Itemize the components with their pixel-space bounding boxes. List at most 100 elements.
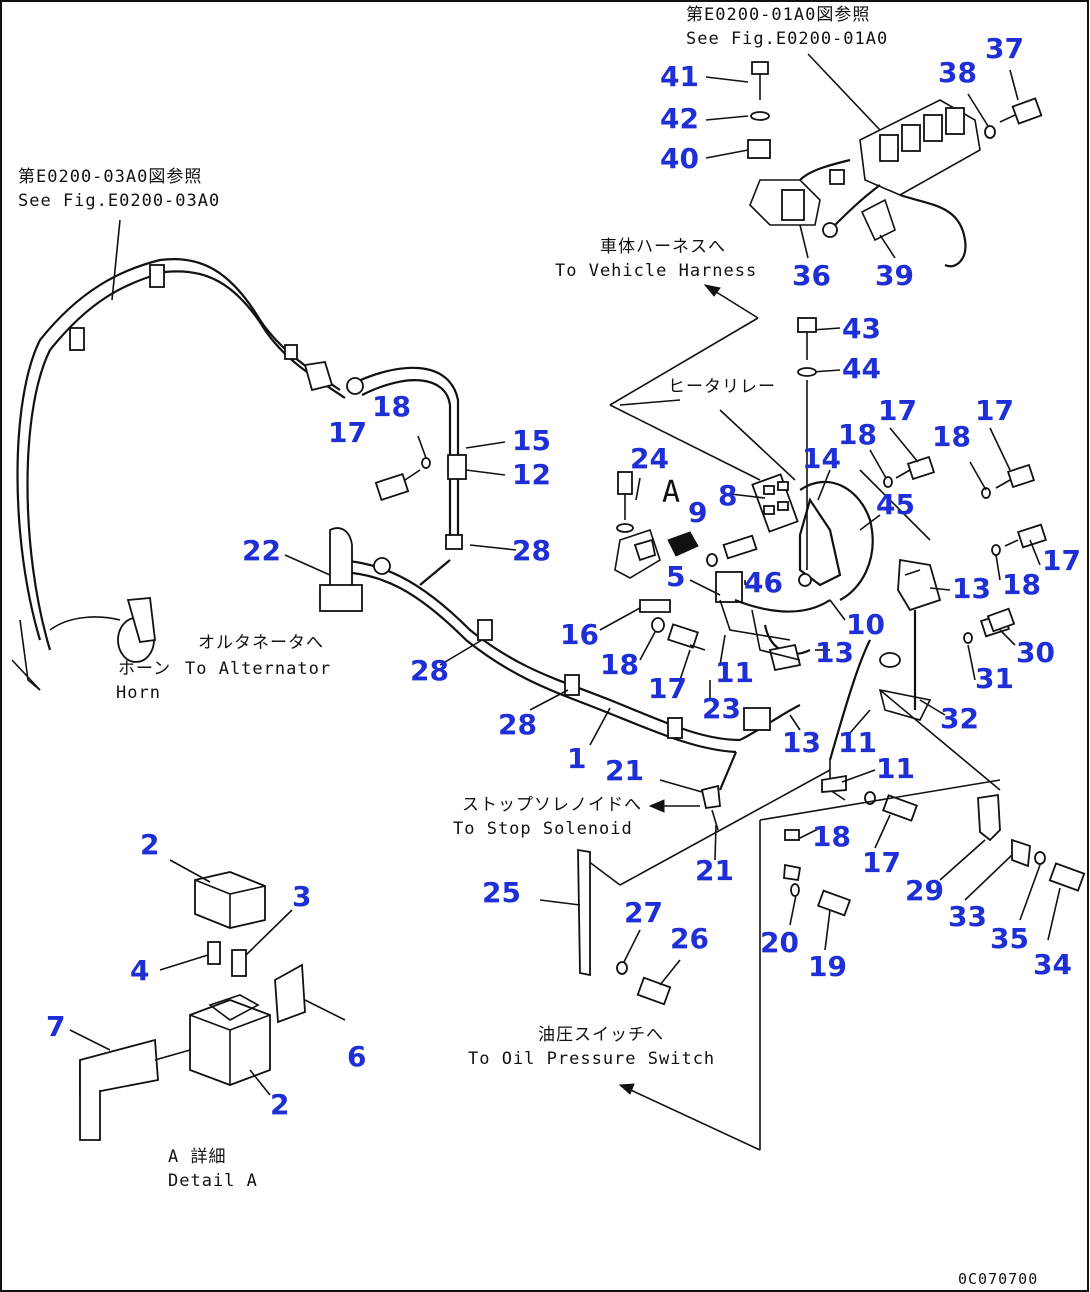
callout-43: 43 — [842, 312, 881, 345]
callout-19: 19 — [808, 950, 847, 983]
callout-17d: 17 — [1042, 544, 1081, 577]
callout-20: 20 — [760, 926, 799, 959]
detail-a — [79, 871, 306, 1141]
note-oil-pressure-jp: 油圧スイッチへ — [538, 1025, 664, 1045]
callout-38: 38 — [938, 56, 977, 89]
callout-leaders — [69, 427, 1061, 1096]
callout-29: 29 — [905, 874, 944, 907]
relay-46-group — [715, 571, 831, 672]
note-detail-a-jp: A 詳細 — [168, 1147, 226, 1167]
callout-8: 8 — [718, 479, 737, 512]
callout-17a: 17 — [328, 416, 367, 449]
callout-17c: 17 — [975, 394, 1014, 427]
callout-34: 34 — [1033, 948, 1072, 981]
callout-32: 32 — [940, 702, 979, 735]
note-vehicle-harness-jp: 車体ハーネスへ — [600, 237, 726, 257]
bracket-29-group — [879, 689, 1086, 892]
callout-7: 7 — [46, 1010, 65, 1043]
callout-4: 4 — [130, 954, 149, 987]
note-oil-pressure-en: To Oil Pressure Switch — [468, 1049, 715, 1069]
callout-21b: 21 — [695, 854, 734, 887]
callout-11b: 11 — [838, 726, 877, 759]
callout-35: 35 — [990, 922, 1029, 955]
callout-22: 22 — [242, 534, 281, 567]
callout-26: 26 — [670, 922, 709, 955]
note-alternator-jp: オルタネータへ — [198, 633, 324, 653]
callout-11c: 11 — [876, 752, 915, 785]
callout-14: 14 — [802, 442, 841, 475]
leader-lines — [111, 53, 1019, 373]
note-fig-e0200-01a0-en: See Fig.E0200-01A0 — [686, 29, 888, 49]
callout-16: 16 — [560, 618, 599, 651]
callout-17f: 17 — [862, 846, 901, 879]
clamp-bracket-right — [828, 523, 1048, 761]
callout-23: 23 — [702, 692, 741, 725]
detail-marker-a: A — [662, 475, 681, 510]
callout-6: 6 — [347, 1040, 366, 1073]
callout-27: 27 — [624, 896, 663, 929]
note-heater-relay-jp: ヒータリレー — [668, 377, 776, 397]
callout-39: 39 — [875, 259, 914, 292]
callout-25: 25 — [482, 876, 521, 909]
callout-17b: 17 — [878, 394, 917, 427]
callout-30: 30 — [1016, 636, 1055, 669]
callout-2b: 2 — [270, 1088, 289, 1121]
callout-13b: 13 — [815, 636, 854, 669]
callout-3: 3 — [292, 880, 311, 913]
clamp-16-group — [639, 599, 706, 651]
callout-28a: 28 — [512, 534, 551, 567]
callout-18b: 18 — [838, 418, 877, 451]
reference-lines — [609, 284, 931, 541]
stop-solenoid-leads — [648, 784, 721, 831]
note-vehicle-harness-en: To Vehicle Harness — [555, 261, 757, 281]
callout-9: 9 — [688, 496, 707, 529]
callout-18f: 18 — [812, 820, 851, 853]
note-horn-jp: ホーン — [118, 659, 171, 679]
heater-relay-group — [751, 317, 1036, 601]
note-detail-a-en: Detail A — [168, 1171, 258, 1191]
callout-40: 40 — [660, 142, 699, 175]
callout-13c: 13 — [782, 726, 821, 759]
callout-11a: 11 — [715, 656, 754, 689]
callout-24: 24 — [630, 442, 669, 475]
callout-46: 46 — [744, 566, 783, 599]
callout-28b: 28 — [410, 654, 449, 687]
callout-41: 41 — [660, 60, 699, 93]
note-alternator-en: To Alternator — [185, 659, 331, 679]
main-harness — [11, 258, 801, 791]
callout-17e: 17 — [648, 672, 687, 705]
callout-13a: 13 — [952, 572, 991, 605]
callout-12: 12 — [512, 458, 551, 491]
callout-18a: 18 — [372, 390, 411, 423]
bracket-24-group — [614, 471, 758, 579]
callout-36: 36 — [792, 259, 831, 292]
note-stop-solenoid-en: To Stop Solenoid — [453, 819, 633, 839]
callout-28c: 28 — [498, 708, 537, 741]
callout-10: 10 — [846, 608, 885, 641]
callout-18e: 18 — [600, 648, 639, 681]
callout-18d: 18 — [1002, 568, 1041, 601]
callout-5: 5 — [666, 560, 685, 593]
note-fig-e0200-03a0-en: See Fig.E0200-03A0 — [18, 191, 220, 211]
callout-31: 31 — [975, 662, 1014, 695]
bolt-30-group — [986, 607, 1016, 633]
callout-33: 33 — [948, 900, 987, 933]
callout-numbers: 41 42 40 37 38 36 39 43 44 17 18 15 12 2… — [46, 32, 1081, 1121]
notes: 第E0200-01A0図参照 See Fig.E0200-01A0 第E0200… — [18, 5, 1038, 1288]
callout-44: 44 — [842, 352, 881, 385]
oil-pressure-leads — [577, 760, 1001, 1151]
note-fig-e0200-01a0-jp: 第E0200-01A0図参照 — [686, 5, 870, 25]
callout-1: 1 — [567, 742, 586, 775]
callout-37: 37 — [985, 32, 1024, 65]
callout-18c: 18 — [932, 420, 971, 453]
note-stop-solenoid-jp: ストップソレノイドへ — [462, 795, 642, 815]
callout-21a: 21 — [605, 754, 644, 787]
callout-42: 42 — [660, 102, 699, 135]
callout-15: 15 — [512, 424, 551, 457]
relay-box-assembly — [747, 61, 1043, 268]
note-horn-en: Horn — [116, 683, 161, 703]
drawing-code: 0C070700 — [958, 1270, 1038, 1288]
callout-2a: 2 — [140, 828, 159, 861]
callout-45: 45 — [876, 488, 915, 521]
